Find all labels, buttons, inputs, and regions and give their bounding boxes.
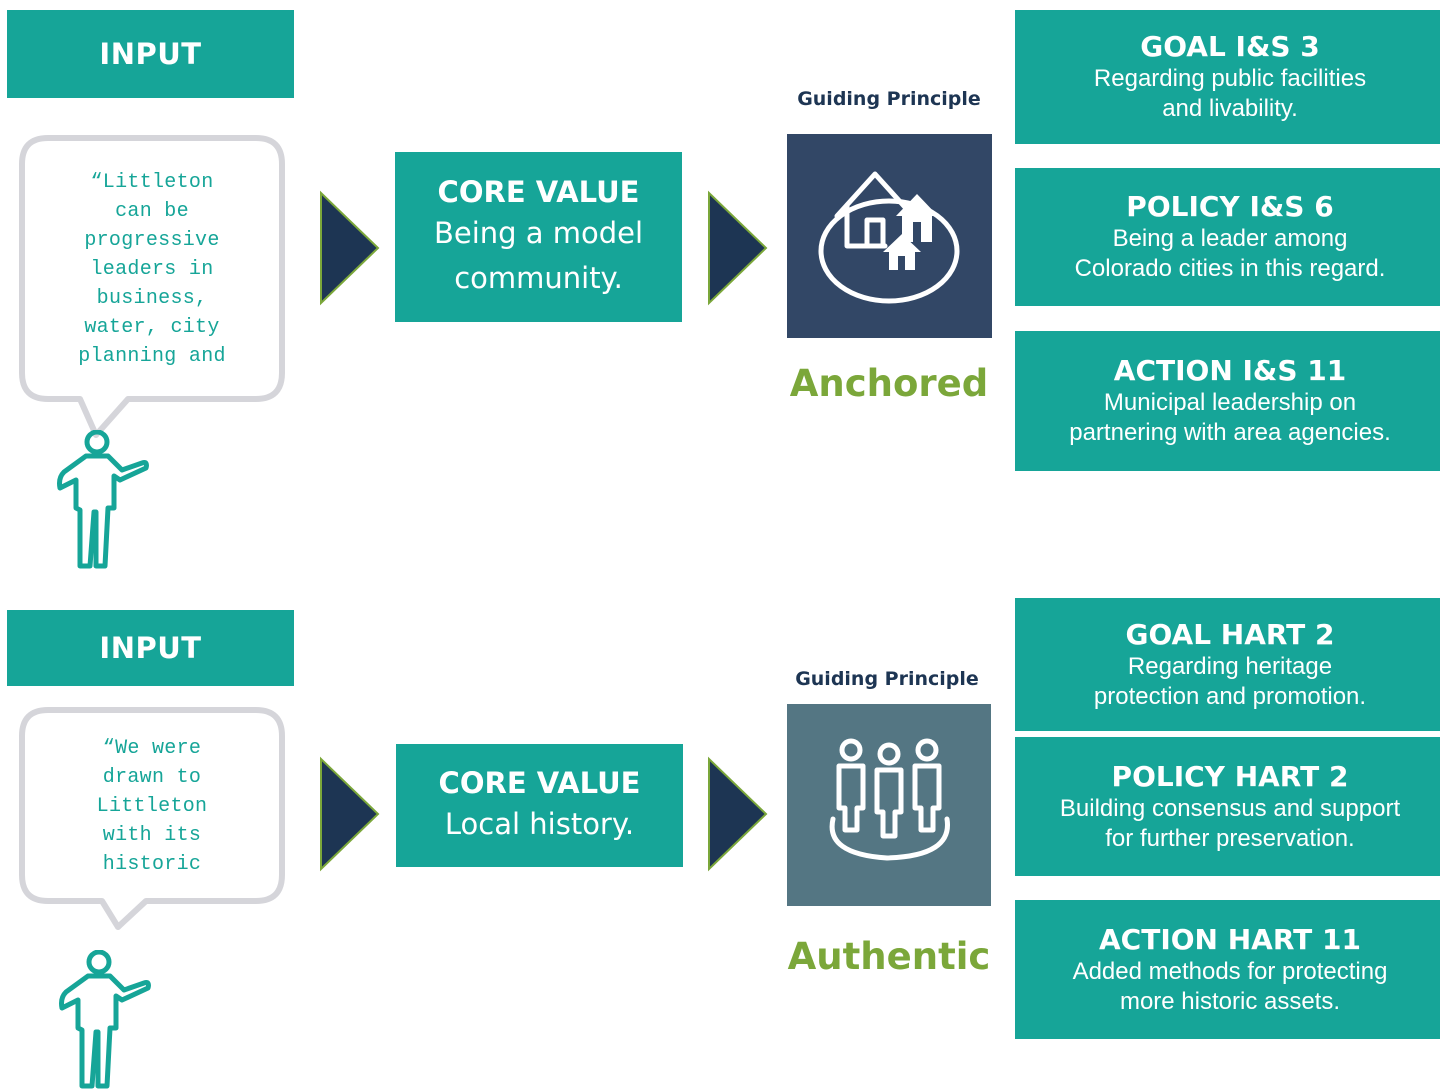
card-title: ACTION HART 11 — [1099, 922, 1361, 956]
people-group-icon — [787, 704, 991, 906]
person-icon — [59, 950, 151, 1089]
card-description: Added methods for protecting — [1072, 957, 1388, 985]
core-value-subtitle: Being a model — [433, 216, 644, 250]
card-description: partnering with area agencies. — [1069, 419, 1391, 446]
goal-card-2: GOAL HART 2 Regarding heritage protectio… — [1015, 598, 1440, 731]
arrow-1a — [320, 190, 380, 306]
core-value-title: CORE VALUE — [437, 175, 640, 209]
action-card-2: ACTION HART 11 Added methods for protect… — [1015, 900, 1440, 1039]
speech-bubble-1 — [19, 135, 285, 438]
guiding-principle-name-1: Anchored — [789, 362, 989, 405]
card-description: Being a leader among — [1112, 225, 1348, 252]
arrow-1b — [708, 190, 768, 306]
card-description: Regarding public facilities — [1093, 65, 1367, 92]
core-value-2: CORE VALUE Local history. — [396, 744, 683, 867]
card-description: and livability. — [1162, 95, 1298, 122]
goal-card-1: GOAL I&S 3 Regarding public facilities a… — [1015, 10, 1440, 144]
arrow-2b — [708, 756, 768, 872]
guiding-principle-label-2: Guiding Principle — [795, 668, 979, 690]
guiding-principle-name-2: Authentic — [787, 935, 991, 978]
card-description: Building consensus and support — [1059, 794, 1401, 822]
person-icon — [57, 430, 149, 569]
action-card-1: ACTION I&S 11 Municipal leadership on pa… — [1015, 331, 1440, 471]
core-value-subtitle: community. — [454, 261, 623, 295]
speech-bubble-2 — [19, 707, 285, 930]
core-value-subtitle: Local history. — [444, 807, 635, 841]
card-description: for further preservation. — [1105, 824, 1355, 852]
card-title: POLICY I&S 6 — [1126, 190, 1334, 223]
quote-1: “Littleton can be progressive leaders in… — [78, 171, 226, 368]
input-label-2: INPUT — [7, 610, 294, 686]
card-description: Colorado cities in this regard. — [1074, 255, 1386, 282]
card-description: more historic assets. — [1119, 987, 1341, 1015]
card-title: POLICY HART 2 — [1111, 759, 1349, 793]
quote-2: “We were drawn to Littleton with its his… — [96, 737, 208, 876]
card-description: protection and promotion. — [1093, 682, 1367, 710]
guiding-principle-label-1: Guiding Principle — [797, 88, 981, 110]
input-label-1: INPUT — [7, 10, 294, 98]
card-title: GOAL HART 2 — [1125, 617, 1335, 651]
card-title: ACTION I&S 11 — [1113, 354, 1347, 387]
core-value-title: CORE VALUE — [438, 766, 641, 800]
card-description: Regarding heritage — [1127, 652, 1333, 680]
card-description: Municipal leadership on — [1103, 389, 1357, 416]
card-title: GOAL I&S 3 — [1140, 30, 1320, 63]
arrow-2a — [320, 756, 380, 872]
core-value-1: CORE VALUE Being a model community. — [395, 152, 682, 322]
houses-icon — [787, 134, 992, 338]
policy-card-1: POLICY I&S 6 Being a leader among Colora… — [1015, 168, 1440, 306]
policy-card-2: POLICY HART 2 Building consensus and sup… — [1015, 737, 1440, 876]
